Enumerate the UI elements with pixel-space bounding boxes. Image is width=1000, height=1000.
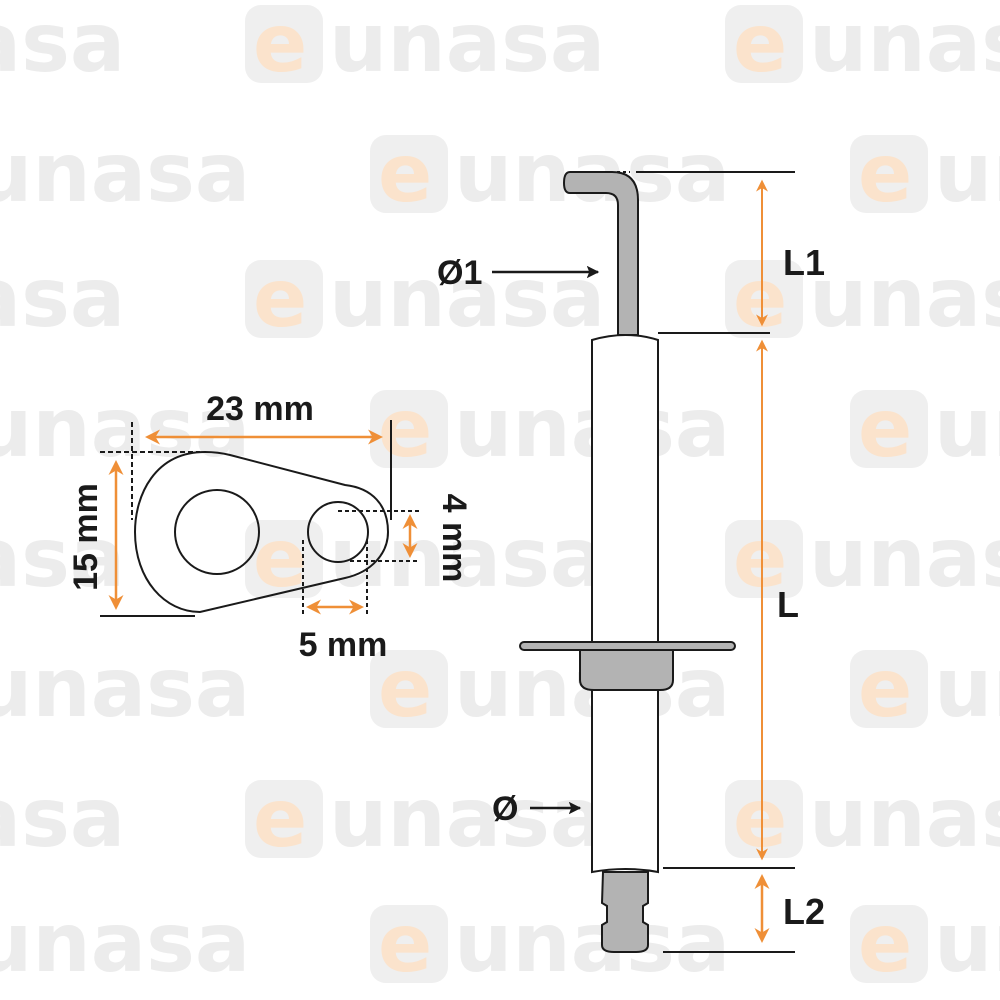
flange <box>519 641 736 651</box>
l2-label: L2 <box>783 891 825 932</box>
l-label: L <box>777 584 799 625</box>
l1-label: L1 <box>783 242 825 283</box>
width-label: 23 mm <box>206 390 314 428</box>
height-label: 15 mm <box>67 483 105 591</box>
ignition-electrode: L1 L L2 Ø1 Ø <box>437 171 825 953</box>
body-diameter-label: Ø <box>492 790 518 828</box>
ceramic-body <box>591 334 659 874</box>
collar <box>579 649 674 691</box>
terminal <box>600 871 649 953</box>
offset-label: 5 mm <box>299 626 388 664</box>
small-hole <box>307 501 369 563</box>
rod-diameter-label: Ø1 <box>437 254 482 292</box>
large-hole <box>174 489 260 575</box>
electrode-rod <box>562 171 639 336</box>
small-hole-label: 4 mm <box>435 494 473 583</box>
mounting-plate: 23 mm 15 mm 4 mm 5 mm <box>67 390 473 664</box>
